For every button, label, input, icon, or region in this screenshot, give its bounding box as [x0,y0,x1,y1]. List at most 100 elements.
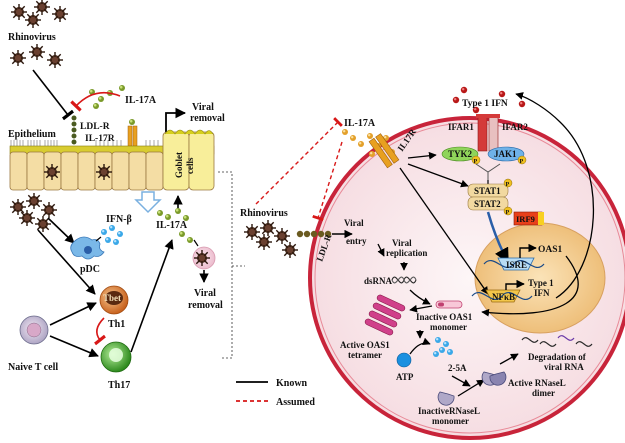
epithelium-layer [9,129,215,191]
il17a-mid-label: IL-17A [156,220,188,231]
arrow-il17r-to-stat [407,163,469,188]
inactive-rnasel [437,391,455,406]
viral-entry-line3: entry [346,236,367,246]
goblet-line2: cells [185,157,195,174]
active-oas1-tetramer [364,294,406,336]
active-oas1-line2: tetramer [348,350,382,360]
type1-ifn-top-label: Type 1 IFN [462,99,508,109]
goblet-line1: Goblet [174,152,184,178]
inactive-oas1-line2: monomer [430,322,467,332]
oas1-label: OAS1 [538,245,563,255]
il17r-receptor-left [127,119,138,147]
virus-cluster-top-left-2 [9,43,64,69]
ldlr-receptor-left [71,115,77,145]
arrow-atp-to-25a [409,337,431,355]
viral-replication-line1: Viral [392,238,412,248]
arrow-pdc-to-ifn [95,236,102,242]
goblet-cells-label: Gobletcells [174,152,195,178]
tyk2-p: P [474,159,478,165]
virus-cluster-right [243,219,299,259]
il17a-dots-top [89,85,125,109]
arrow-oas1-to-inactive [481,255,579,317]
arrow-virus-to-ldlr [32,69,75,121]
jak-join [475,163,501,180]
arrow-il17a-to-vesicle [193,239,199,247]
ifar2-label: IFAR2 [502,122,528,132]
il17a-right-label: IL-17A [344,118,376,129]
active-oas1-line1: Active OAS1 [340,340,390,350]
degradation-line1: Degradation of [528,352,587,362]
arrow-virus-to-th1 [37,229,96,295]
isre-box [483,257,545,271]
legend: Known Assumed [236,378,315,408]
ifar-receptors [476,114,500,152]
degraded-rna [521,335,593,347]
tyk2-kinase [441,146,481,165]
inhibit-il17a-on-ldlr [70,91,121,112]
arrow-dsrna-to-oas1 [409,289,431,305]
il17a-top-label: IL-17A [125,95,157,106]
stat-complex [467,178,513,216]
naive-t-cell-label: Naive T cell [8,362,58,373]
arrow-il17r-to-nfkb [399,167,489,295]
vesicle-left [192,246,216,270]
host-cell-inner-rim [314,122,625,434]
naive-t-cell [19,315,49,345]
rhinovirus-right-label: Rhinovirus [240,208,288,219]
ldlr-left-label: LDL-R [80,122,110,132]
arrow-virus-to-pdc [47,217,75,244]
jak1-label: JAK1 [494,149,517,159]
active-rnasel-line2: dimer [532,388,555,398]
two5a-label: 2-5A [448,363,467,373]
arrow-inactive-to-active [409,304,433,313]
type1-ifn-nuc-line1: Type 1 [528,278,554,288]
pdc-cell [70,236,105,260]
active-rnasel-line1: Active RNaseL [508,378,566,388]
inactive-oas1-line1: Inactive OAS1 [416,312,473,322]
jak1-kinase [487,146,527,165]
virus-cluster-top-left [10,0,69,29]
il17r-receptor-right [368,133,400,169]
viral-removal-mid-line1: Viral [194,288,216,299]
hollow-arrow-down [134,191,162,214]
viral-removal-top-line1: Viral [192,102,214,113]
atp-label: ATP [396,372,414,382]
dsrna-helix [391,276,417,284]
arrow-viral-rep [377,243,385,257]
active-rnasel [481,371,507,386]
inactive-rnasel-line1: InactiveRNaseL [418,406,480,416]
epithelium-label: Epithelium [8,129,56,140]
th1-cell [99,285,129,315]
il17r-left-label: IL-17R [85,134,115,144]
stat2-label: STAT2 [474,199,501,209]
isre-label: ISRE [506,260,527,270]
ifar1-label: IFAR1 [448,122,474,132]
ldlr-receptor-right [296,230,332,238]
arrow-inactive-to-active-rnasel [457,379,485,397]
th1-label: Th1 [108,319,125,330]
arrow-th17-to-il17a [130,239,174,353]
viral-removal-mid-line2: removal [188,300,223,311]
type1-ifn-nuc-line2: IFN [534,288,550,298]
arrow-nfkb-to-ifn [505,279,525,290]
inactive-rnasel-line2: monomer [432,416,469,426]
stat2-p: P [506,210,510,216]
stat1-p: P [506,182,510,188]
feedback-ifn-loop [515,92,595,299]
tyk2-label: TYK2 [448,149,473,159]
pdc-label: pDC [80,264,100,275]
ifn-beta-label: IFN-β [106,214,132,225]
nfkb-label: NFκB [492,292,515,302]
arrow-isre-to-oas1 [519,243,537,258]
nfkb-box [471,289,533,303]
